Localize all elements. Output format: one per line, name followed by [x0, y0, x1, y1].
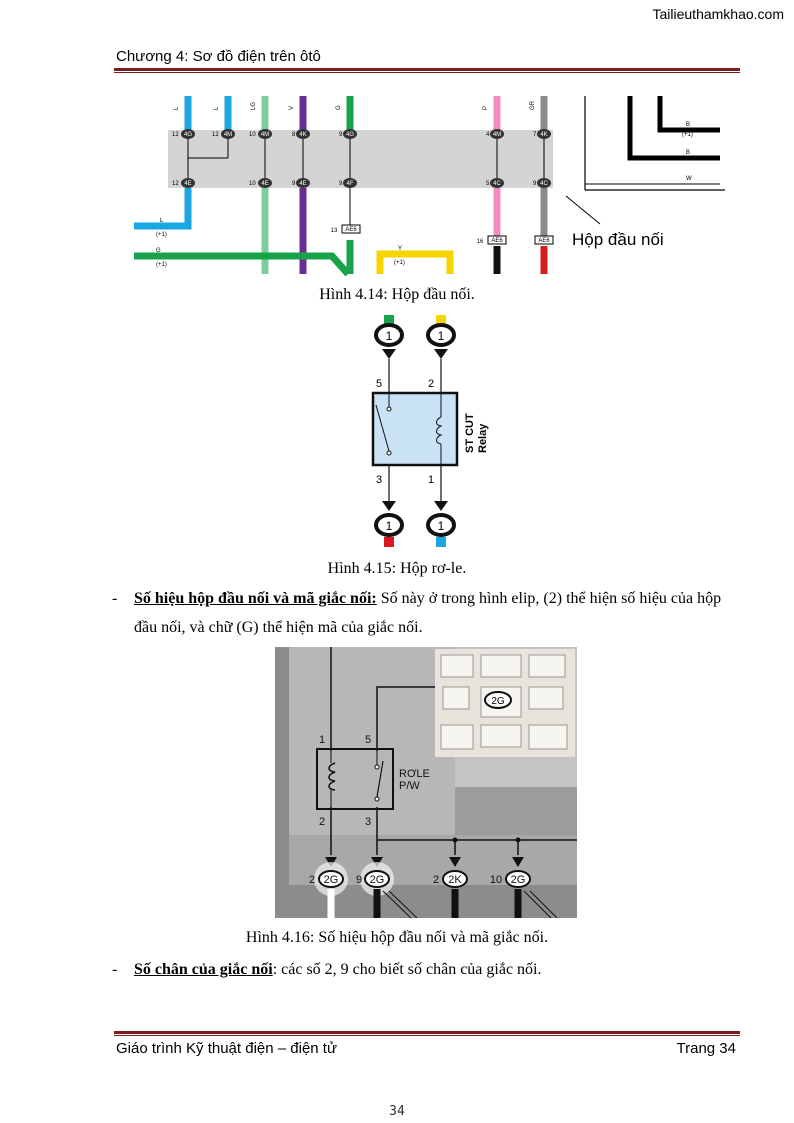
relay-connector-bottom-left: 1 [386, 519, 393, 533]
relay-connector-top-right: 1 [438, 329, 445, 343]
svg-text:4M: 4M [224, 132, 232, 138]
svg-text:(+1): (+1) [394, 260, 405, 266]
svg-text:G: G [156, 248, 161, 254]
footer-book-title: Giáo trình Kỹ thuật điện – điện tử [116, 1040, 338, 1057]
footer-rule-thin [114, 1035, 740, 1036]
svg-text:Y: Y [398, 246, 402, 252]
svg-text:B: B [686, 122, 690, 128]
svg-text:4E: 4E [261, 181, 268, 187]
relay-connector-bottom-right: 1 [438, 519, 445, 533]
relay-type: Relay [477, 423, 489, 453]
footer-rule [114, 1031, 740, 1034]
connector-pin-2-b: 2 [433, 874, 439, 886]
svg-text:13: 13 [331, 228, 338, 234]
figure-4-15-relay-box: 1 1 5 2 ST CUT Relay 3 1 1 1 [371, 315, 489, 547]
svg-text:V: V [289, 106, 295, 110]
svg-text:9: 9 [339, 132, 343, 138]
relay-p-pin-1: 1 [319, 734, 325, 746]
relay-p-pin-3: 3 [365, 816, 371, 828]
connector-2g-a: 2G [324, 874, 339, 886]
svg-text:10: 10 [249, 132, 256, 138]
relay-p-pin-5: 5 [365, 734, 371, 746]
figure-4-15-caption: Hình 4.15: Hộp rơ-le. [327, 560, 467, 577]
svg-text:B: B [686, 150, 690, 156]
page-number: 34 [389, 1104, 405, 1119]
chapter-title: Chương 4: Sơ đồ điện trên ôtô [116, 48, 321, 65]
svg-text:4F: 4F [346, 181, 353, 187]
relay-pin-2: 2 [428, 378, 434, 390]
junction-block-body [168, 130, 553, 188]
svg-text:(+1): (+1) [156, 232, 167, 238]
relay-p-label-2: P/W [399, 780, 420, 792]
relay-p-pin-2: 2 [319, 816, 325, 828]
svg-text:4M: 4M [493, 132, 501, 138]
figure-4-14-junction-block: 4G 4M 4M 4K 4G 4M 4K 4E 4E 4E 4F 4C 4C 1… [134, 96, 725, 277]
svg-text:12: 12 [172, 181, 179, 187]
svg-text:L: L [174, 106, 180, 110]
svg-text:4K: 4K [299, 132, 306, 138]
paragraph-pin-number: - Số chân của giắc nối: các số 2, 9 cho … [112, 961, 542, 978]
term-pin-number: Số chân của giắc nối [134, 961, 273, 978]
svg-text:AE6: AE6 [538, 238, 550, 244]
svg-text:9: 9 [292, 181, 296, 187]
connector-pin-9: 9 [356, 874, 362, 886]
svg-text:W: W [686, 176, 692, 182]
svg-text:5: 5 [486, 181, 490, 187]
footer-page-label: Trang 34 [676, 1040, 736, 1057]
relay-pin-1: 1 [428, 474, 434, 486]
svg-text:AE6: AE6 [491, 238, 503, 244]
figure-4-16-caption: Hình 4.16: Số hiệu hộp đầu nối và mã giắ… [245, 929, 549, 946]
connector-2g-b: 2G [370, 874, 385, 886]
relay-p-label-1: RƠLE [399, 768, 430, 780]
svg-text:4E: 4E [299, 181, 306, 187]
connector-pin-10: 10 [490, 874, 502, 886]
connector-2g-c: 2G [511, 874, 526, 886]
svg-text:4G: 4G [184, 132, 192, 138]
svg-text:9: 9 [339, 181, 343, 187]
svg-text:GR: GR [530, 100, 536, 110]
term-connector-code: Số hiệu hộp đầu nối và mã giắc nối: [134, 590, 377, 607]
svg-text:16: 16 [477, 239, 484, 245]
svg-text:7: 7 [533, 132, 537, 138]
text-pin-number: : các số 2, 9 cho biết số chân của giắc … [272, 961, 542, 978]
text-connector-code: Số này ở trong hình elip, (2) thể hiện s… [134, 590, 722, 636]
svg-text:4G: 4G [346, 132, 354, 138]
svg-text:G: G [336, 105, 342, 110]
paragraph-connector-code: - Số hiệu hộp đầu nối và mã giắc nối: Số… [112, 590, 722, 636]
svg-text:9: 9 [533, 181, 537, 187]
svg-text:12: 12 [212, 132, 219, 138]
svg-text:LG: LG [251, 102, 257, 110]
svg-text:4K: 4K [540, 132, 547, 138]
svg-text:L: L [214, 106, 220, 110]
svg-text:8: 8 [292, 132, 296, 138]
svg-text:P: P [483, 106, 489, 110]
svg-text:(+1): (+1) [156, 262, 167, 268]
relay-pin-3: 3 [376, 474, 382, 486]
figure-4-16-connector-code: 2G 1 5 2 3 RƠLE P/W 2G 2G 2K [275, 647, 577, 918]
svg-text:4C: 4C [540, 181, 548, 187]
svg-text:AE6: AE6 [345, 227, 357, 233]
svg-text:4E: 4E [184, 181, 191, 187]
figure-4-14-caption: Hình 4.14: Hộp đầu nối. [319, 286, 475, 303]
connector-pin-2-a: 2 [309, 874, 315, 886]
relay-name: ST CUT [464, 413, 476, 453]
svg-text:L: L [160, 218, 164, 224]
connector-2k: 2K [448, 874, 462, 886]
photo-connector-code: 2G [491, 696, 505, 707]
svg-text:4C: 4C [493, 181, 501, 187]
svg-text:4M: 4M [261, 132, 269, 138]
svg-text:12: 12 [172, 132, 179, 138]
svg-text:(+1): (+1) [682, 132, 693, 138]
header-rule-thin [114, 72, 740, 73]
header-rule [114, 68, 740, 71]
svg-text:4: 4 [486, 132, 490, 138]
junction-block-label: Hộp đầu nối [572, 230, 664, 249]
relay-connector-top-left: 1 [386, 329, 393, 343]
relay-pin-5: 5 [376, 378, 382, 390]
svg-text:10: 10 [249, 181, 256, 187]
site-watermark: Tailieuthamkhao.com [652, 6, 784, 22]
